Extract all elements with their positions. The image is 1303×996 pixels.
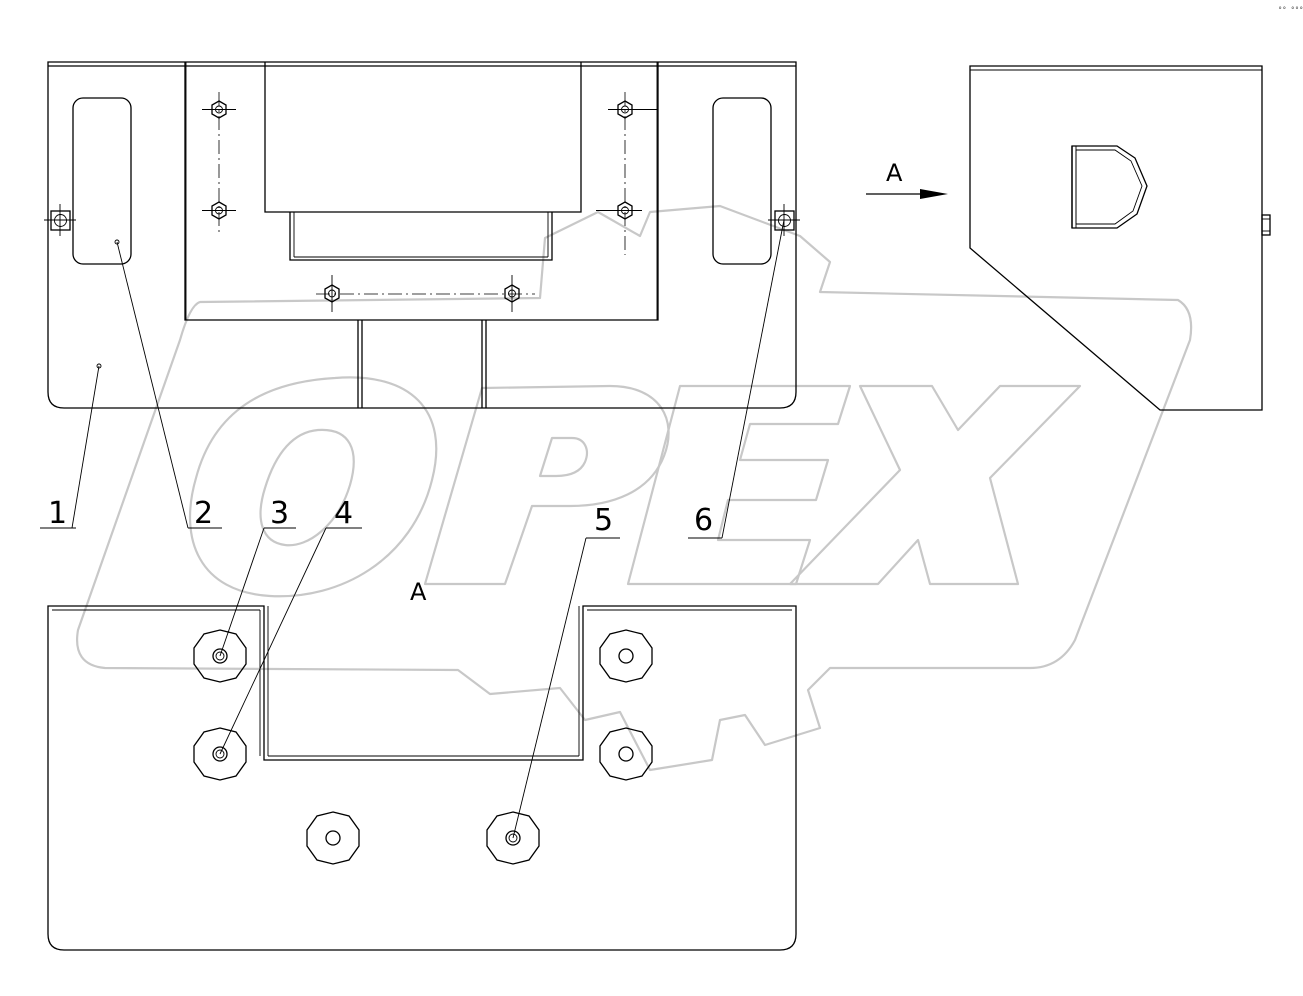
nut-icon — [202, 100, 236, 119]
nut-icon — [608, 100, 658, 119]
corner-mark: °° °°° — [1278, 6, 1303, 14]
nut-group-front — [202, 100, 658, 312]
washer-group — [193, 629, 653, 865]
nut-icon — [504, 275, 520, 312]
view-arrow-label: A — [886, 159, 903, 187]
view-arrow-a: A — [866, 159, 948, 199]
item-label-6: 6 — [694, 503, 713, 538]
section-view-a: A — [47, 578, 797, 951]
item-label-5: 5 — [594, 503, 613, 538]
front-view — [44, 61, 800, 409]
nut-icon — [596, 201, 642, 220]
item-labels: 1 2 3 4 5 6 — [48, 496, 713, 538]
item-label-1: 1 — [48, 496, 67, 531]
washer-icon — [599, 629, 653, 683]
washer-icon — [599, 727, 653, 781]
item-label-3: 3 — [270, 496, 289, 531]
nut-icon — [324, 275, 340, 312]
washer-icon — [193, 629, 247, 683]
washer-icon — [193, 727, 247, 781]
nut-icon — [202, 201, 236, 220]
section-view-label: A — [410, 578, 427, 606]
leader-lines — [40, 219, 785, 839]
washer-icon — [486, 811, 540, 865]
item-label-2: 2 — [194, 496, 213, 531]
washer-icon — [306, 811, 360, 865]
item-label-4: 4 — [334, 496, 353, 531]
side-view — [969, 65, 1271, 411]
watermark-logo — [76, 204, 1193, 772]
